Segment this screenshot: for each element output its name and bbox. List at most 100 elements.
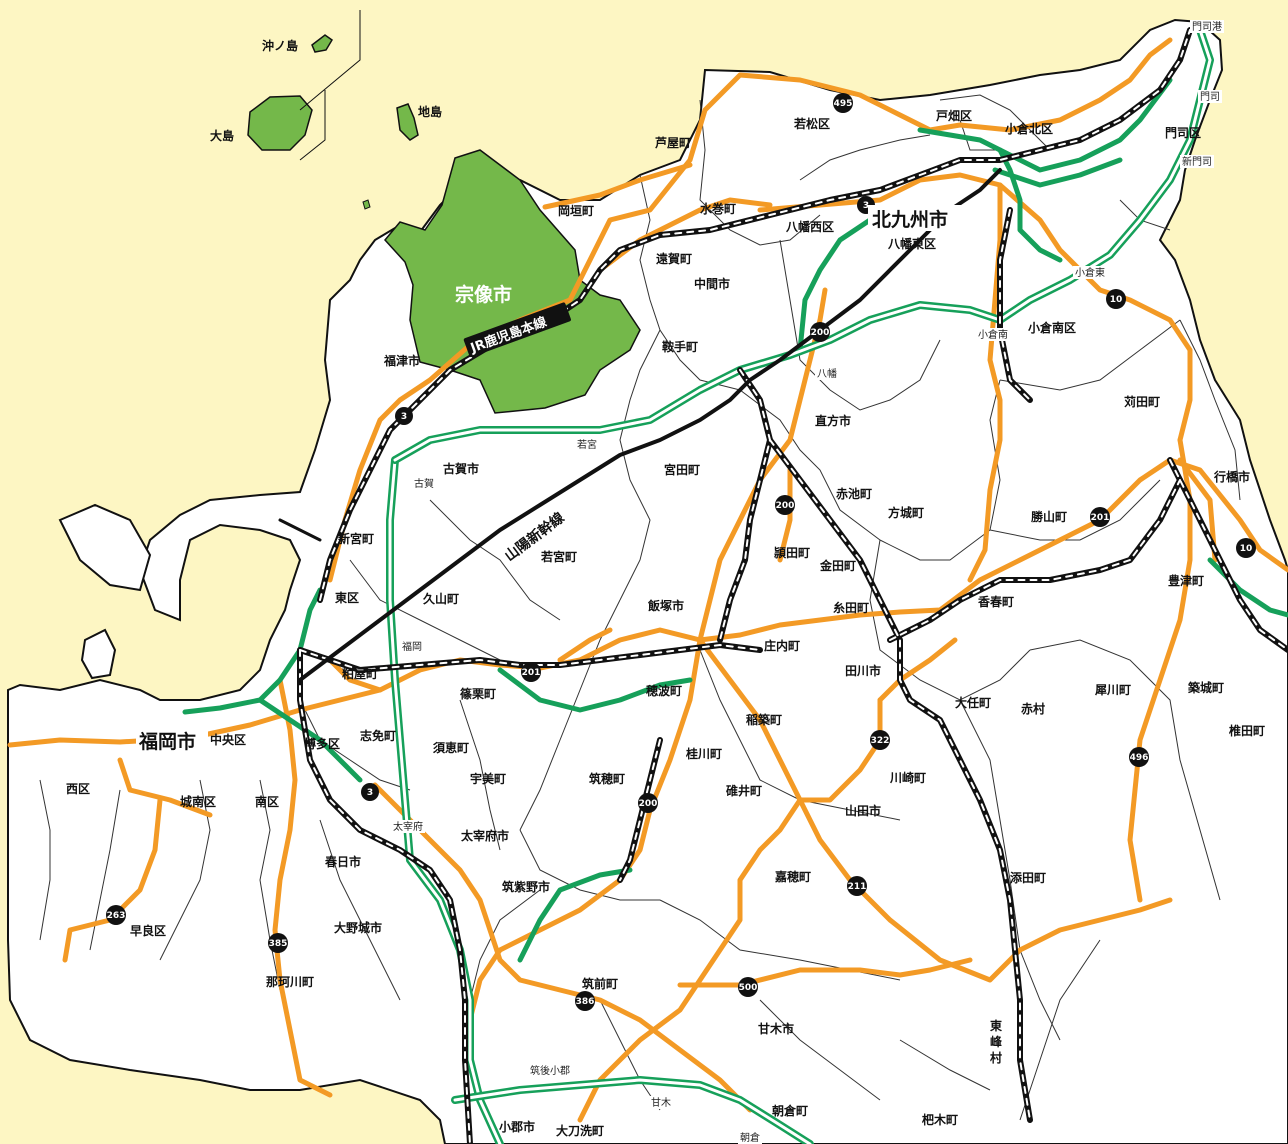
station-label-amagi: 甘木 xyxy=(651,1096,671,1109)
label-chikuzen: 筑前町 xyxy=(582,976,618,991)
label-tachiarai: 大刀洗町 xyxy=(556,1123,604,1138)
label-toho-char: 東 xyxy=(990,1018,1002,1033)
label-nakagawa: 那珂川町 xyxy=(266,975,314,989)
label-kasuga: 春日市 xyxy=(324,854,361,869)
label-soeda2: 添田町 xyxy=(1010,870,1046,885)
label-itoda: 糸田町 xyxy=(833,600,869,615)
label-kanda: 苅田町 xyxy=(1124,394,1160,409)
island-shikanoshima xyxy=(58,503,152,592)
route-shield-263: 263 xyxy=(106,905,126,925)
mainland xyxy=(7,18,1288,1144)
label-asakura: 朝倉町 xyxy=(772,1103,808,1118)
label-shiida: 椎田町 xyxy=(1228,723,1265,738)
railways xyxy=(278,27,1288,1144)
expressways xyxy=(182,77,1288,963)
station-label-moji: 門司 xyxy=(1200,91,1220,103)
label-sue: 須恵町 xyxy=(432,740,469,755)
munakata-region[interactable] xyxy=(384,149,641,414)
svg-text:10: 10 xyxy=(1110,295,1123,305)
svg-text:322: 322 xyxy=(871,736,890,746)
route-shield-500: 500 xyxy=(738,977,758,997)
route-shield-496: 496 xyxy=(1129,747,1149,767)
svg-text:地島: 地島 xyxy=(418,104,442,119)
label-wakamiya: 若宮町 xyxy=(540,549,577,564)
label-nakama: 中間市 xyxy=(694,276,730,291)
island-nokonoshima xyxy=(80,628,117,680)
label-kawara: 香春町 xyxy=(977,594,1014,609)
label-oto: 大任町 xyxy=(955,695,991,710)
label-onojo: 大野城市 xyxy=(334,920,382,935)
svg-text:3: 3 xyxy=(401,412,407,422)
label-chikushino: 筑紫野市 xyxy=(502,879,550,894)
svg-text:495: 495 xyxy=(834,99,853,109)
route-shield-10: 10 xyxy=(1106,289,1126,309)
station-label-bg xyxy=(575,438,599,451)
svg-text:263: 263 xyxy=(107,911,126,921)
label-fukutsu: 福津市 xyxy=(383,353,420,368)
svg-text:200: 200 xyxy=(776,501,795,511)
label-mizumaki: 水巻町 xyxy=(700,201,736,216)
label-toho-vertical: 東 峰 村 xyxy=(990,1018,1003,1065)
station-label-mojiko: 門司港 xyxy=(1192,21,1222,33)
label-onga: 遠賀町 xyxy=(656,251,692,266)
label-kanada: 金田町 xyxy=(819,558,856,573)
station-label-fukuoka: 福岡 xyxy=(402,640,422,653)
route-shield-10: 10 xyxy=(1236,538,1256,558)
island-labels: 沖ノ島 大島 地島 xyxy=(210,38,442,143)
station-label-yahata: 八幡 xyxy=(817,367,837,380)
svg-text:大島: 大島 xyxy=(210,128,234,143)
route-shield-200: 200 xyxy=(810,322,830,342)
route-shield-385: 385 xyxy=(268,933,288,953)
label-akamura: 赤村 xyxy=(1021,701,1045,716)
label-chikujo: 築城町 xyxy=(1187,680,1224,695)
label-umi: 宇美町 xyxy=(470,771,506,786)
route-shield-200: 200 xyxy=(775,495,795,515)
label-toho-char: 峰 xyxy=(990,1034,1003,1049)
highway-double-lines xyxy=(386,26,1214,1144)
label-dazaifu: 太宰府市 xyxy=(461,828,509,843)
label-hojo: 方城町 xyxy=(888,505,924,520)
label-katsuyama: 勝山町 xyxy=(1031,509,1067,524)
route-shield-3: 3 xyxy=(395,407,413,425)
label-munakata: 宗像市 xyxy=(455,283,512,306)
station-label-chikugo_ogori: 筑後小郡 xyxy=(530,1064,570,1077)
station-label-shinmoji: 新門司 xyxy=(1182,155,1212,168)
label-kokuraminami: 小倉南区 xyxy=(1028,320,1076,335)
station-label-bg xyxy=(412,477,436,490)
inset-divider xyxy=(299,90,326,161)
svg-text:211: 211 xyxy=(848,882,867,892)
label-miyawaka: 宮田町 xyxy=(664,462,700,477)
route-shield-495: 495 xyxy=(833,93,853,113)
label-kitakyushu: 北九州市 xyxy=(872,208,948,231)
island-okinoshima xyxy=(311,34,333,53)
svg-text:385: 385 xyxy=(269,939,288,949)
label-yahatanishi: 八幡西区 xyxy=(785,219,834,234)
route-shields: 495 3 3 3 200 200 200 10 10 201 201 322 … xyxy=(106,93,1256,1011)
label-hakiki: 杷木町 xyxy=(922,1112,958,1127)
svg-text:200: 200 xyxy=(639,799,658,809)
island-jinoshima xyxy=(396,103,419,141)
route-shield-322: 322 xyxy=(870,730,890,750)
route-shield-3: 3 xyxy=(361,783,379,801)
label-moji: 門司区 xyxy=(1165,126,1201,140)
station-label-bg xyxy=(528,1064,572,1077)
station-label-dazaifu: 太宰府 xyxy=(393,820,423,833)
label-koga: 古賀市 xyxy=(443,461,479,476)
route-shield-200: 200 xyxy=(638,793,658,813)
label-saigawa: 犀川町 xyxy=(1095,683,1131,697)
label-yukuhashi: 行橋市 xyxy=(1213,469,1250,484)
municipality-labels: 若松区戸畑区小倉北区門司区芦屋町岡垣町水巻町八幡西区八幡東区遠賀町中間市小倉南区… xyxy=(66,109,1265,1138)
label-yahatahigashi: 八幡東区 xyxy=(887,236,936,251)
station-label-wakamiya: 若宮 xyxy=(577,438,597,451)
label-okagaki: 岡垣町 xyxy=(558,203,594,218)
station-label-bg xyxy=(649,1096,673,1109)
station-label-koga: 古賀 xyxy=(414,477,434,490)
station-label-kokurahigashi: 小倉東 xyxy=(1075,266,1105,279)
svg-text:3: 3 xyxy=(863,201,869,211)
route-shield-201: 201 xyxy=(521,662,541,682)
label-soeda: 頴田町 xyxy=(773,545,810,560)
station-label-bg xyxy=(815,367,839,380)
label-kasuya: 粕屋町 xyxy=(342,666,378,681)
